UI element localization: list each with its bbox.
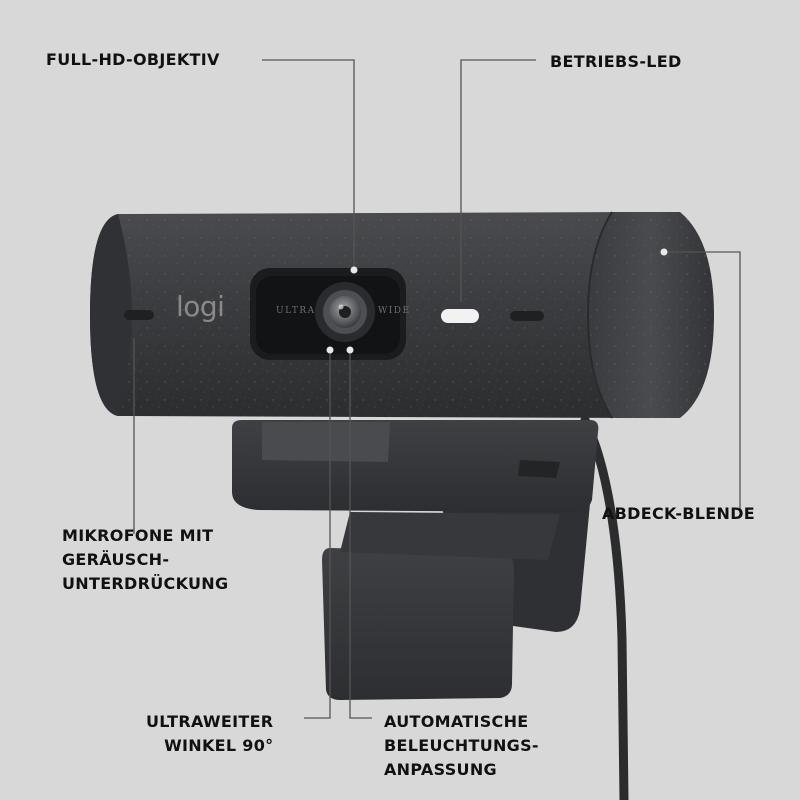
label-mic-line-1: MIKROFONE MIT: [62, 526, 214, 545]
mic-left: [124, 310, 154, 320]
leader-dots: [326, 248, 668, 354]
cover-texture: [588, 212, 714, 418]
left-end-cap: [90, 214, 132, 416]
label-light-line-3: ANPASSUNG: [384, 760, 497, 779]
leader-light: [349, 350, 372, 719]
label-noise-reducing-mics: MIKROFONE MIT GERÄUSCH- UNTERDRÜCKUNG: [62, 524, 228, 596]
lens-highlight: [338, 304, 344, 310]
label-light-line-1: AUTOMATISCHE: [384, 712, 529, 731]
label-mic-line-3: UNTERDRÜCKUNG: [62, 574, 229, 593]
label-ultra-wide-angle: ULTRAWEITER WINKEL 90°: [146, 710, 273, 758]
dot-light: [346, 346, 354, 354]
leader-lens: [262, 59, 355, 270]
label-light-line-2: BELEUCHTUNGS-: [384, 736, 539, 755]
label-full-hd-lens: FULL-HD-OBJEKTIV: [46, 50, 220, 69]
logi-logo: logi: [176, 290, 225, 323]
label-mic-line-2: GERÄUSCH-: [62, 550, 170, 569]
hinge-top-face: [262, 422, 390, 462]
leader-cover: [664, 251, 741, 512]
cover-seam: [586, 211, 613, 419]
label-privacy-cover: ABDECK-BLENDE: [602, 504, 756, 523]
lens-word-ultra: ULTRA: [276, 306, 316, 316]
leader-lines: [133, 59, 741, 719]
leader-wide: [304, 350, 331, 719]
clip-slot: [518, 460, 560, 478]
mic-right: [510, 311, 544, 321]
status-led: [441, 309, 479, 323]
dot-wide: [326, 346, 334, 354]
clip-front-leg: [322, 548, 514, 700]
leader-led: [460, 59, 536, 302]
lens-word-wide: WIDE: [378, 306, 411, 316]
label-auto-light-correction: AUTOMATISCHE BELEUCHTUNGS- ANPASSUNG: [384, 710, 539, 782]
label-status-led: BETRIEBS-LED: [550, 52, 682, 71]
dot-cover: [660, 248, 668, 256]
label-wide-line-2: WINKEL 90°: [164, 736, 274, 755]
dot-lens: [350, 266, 358, 274]
label-wide-line-1: ULTRAWEITER: [146, 712, 274, 731]
clip-arm: [340, 512, 560, 560]
